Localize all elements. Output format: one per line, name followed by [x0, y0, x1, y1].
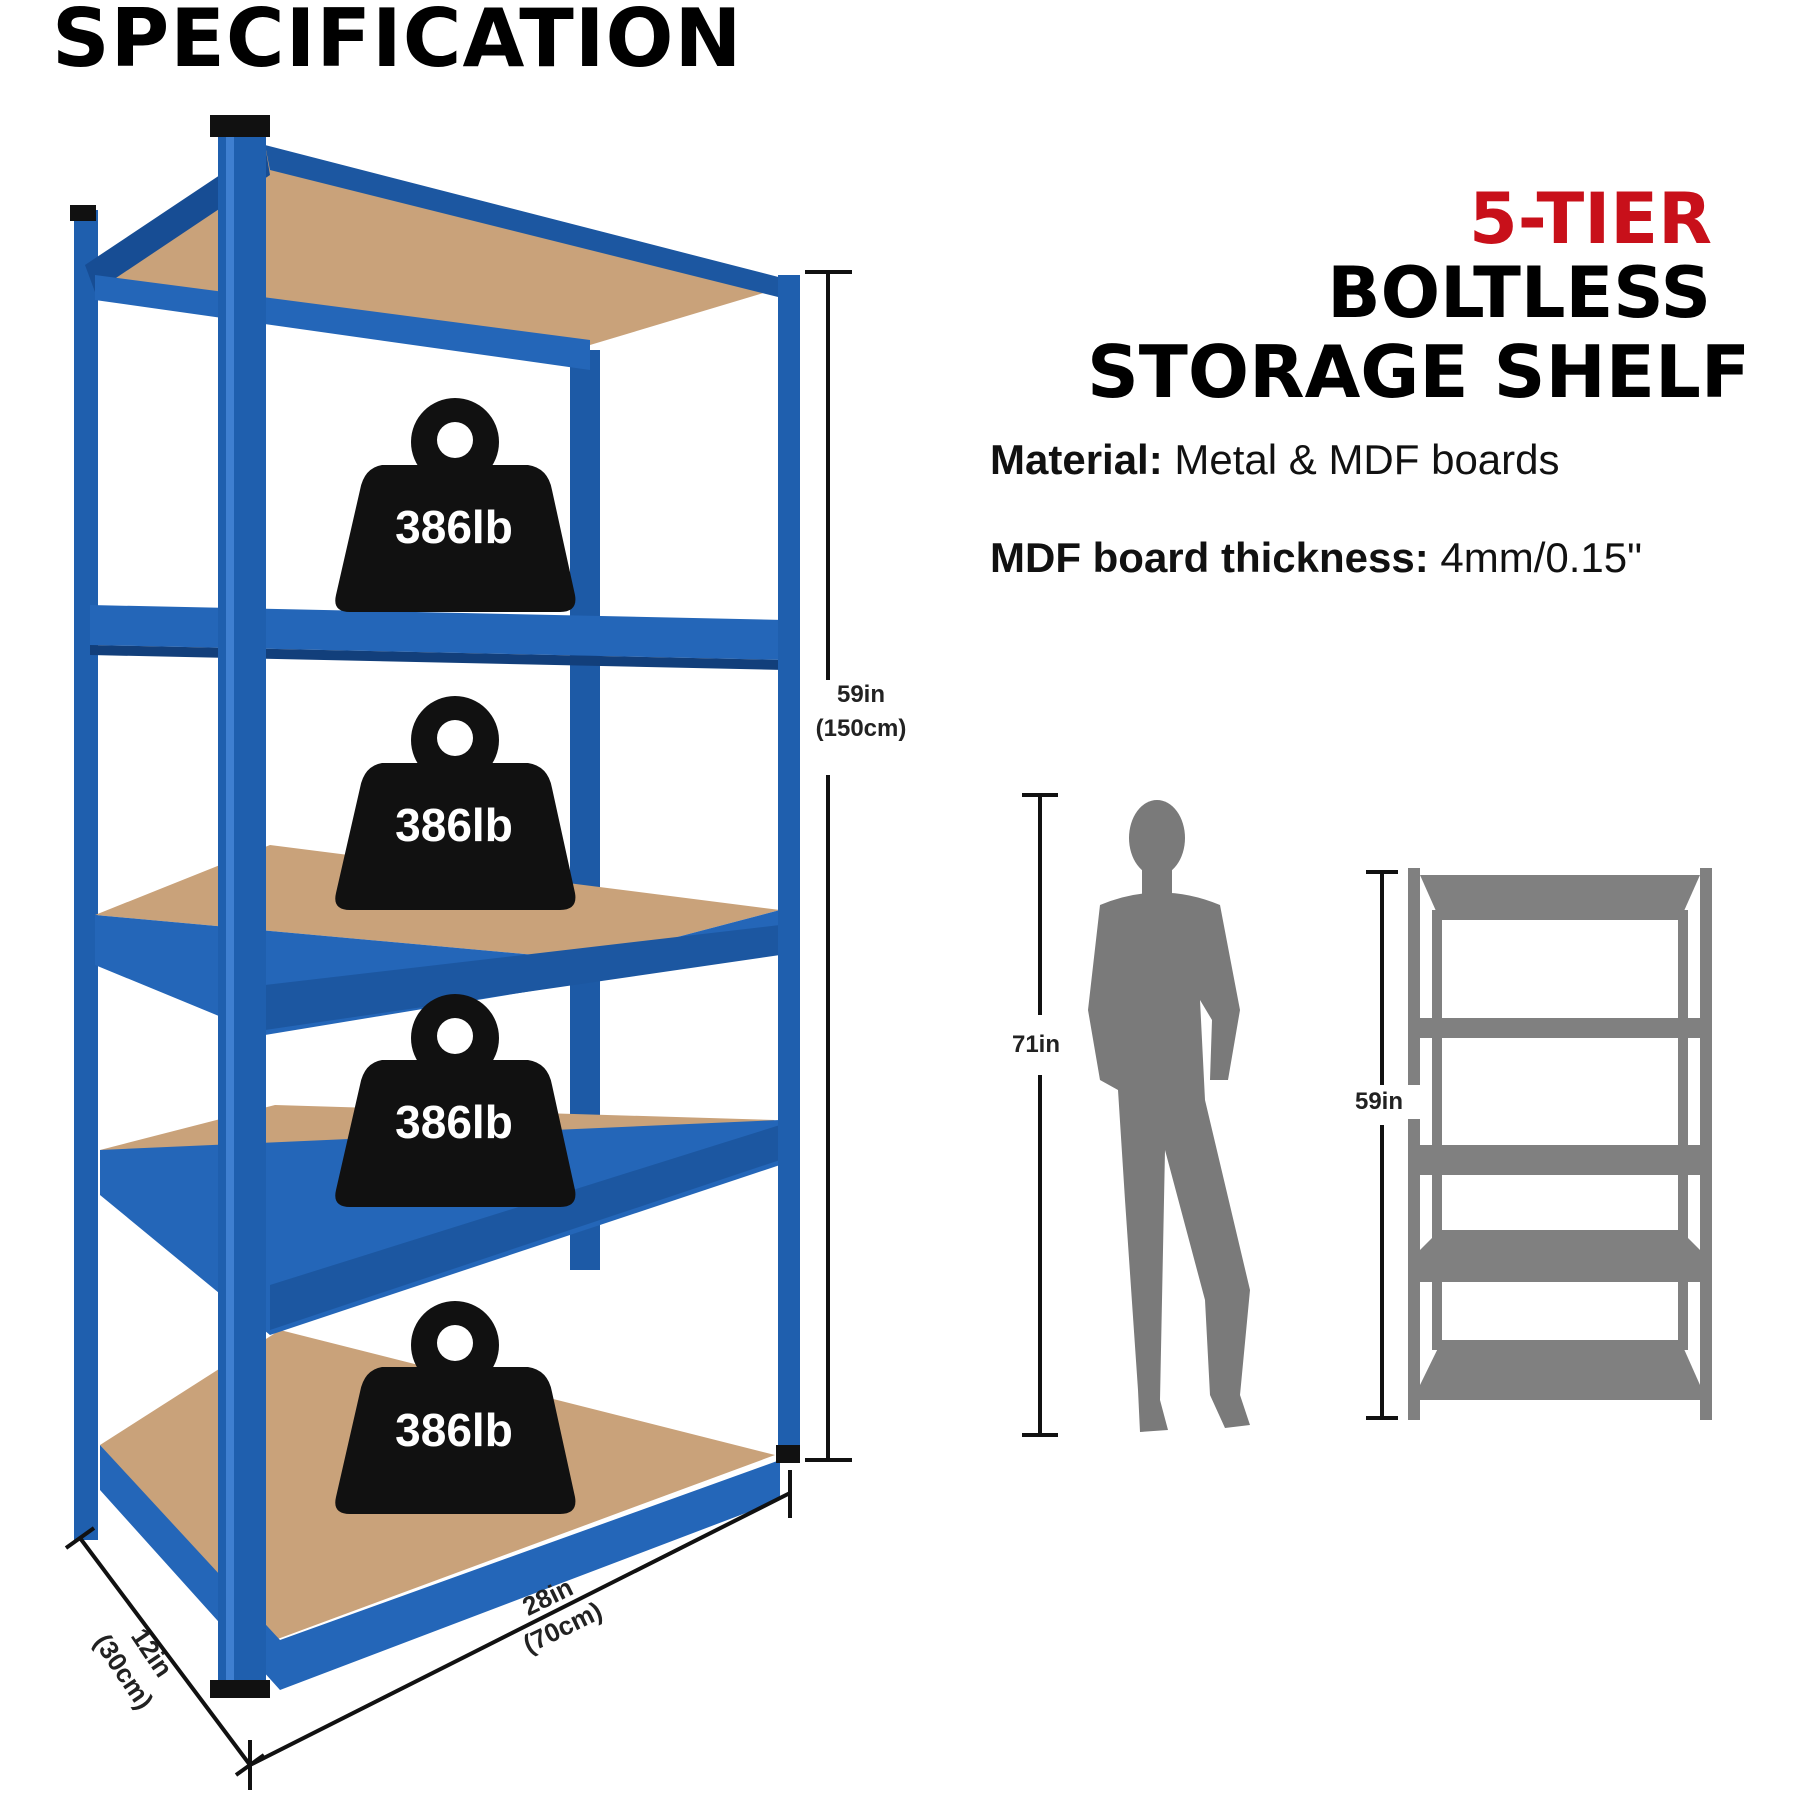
material-value: Metal & MDF boards — [1174, 436, 1560, 483]
post-cap-top — [210, 115, 270, 137]
front-left-post-highlight — [226, 130, 234, 1685]
width-dimension-line — [248, 1470, 792, 1790]
tier4-beam-face — [270, 1125, 780, 1330]
weight-icon-1 — [335, 398, 576, 612]
rear-left-post — [74, 210, 98, 1540]
weight-icon-2 — [335, 696, 576, 910]
person-silhouette — [1088, 800, 1250, 1432]
grey-shelf-height-dimension-line — [1366, 870, 1398, 1420]
thickness-spec: MDF board thickness: 4mm/0.15" — [990, 534, 1642, 582]
post-foot-front — [210, 1680, 270, 1698]
product-title-storage-shelf: STORAGE SHELF — [1086, 330, 1750, 414]
height-cm: (150cm) — [815, 715, 907, 742]
top-back-beam — [265, 145, 790, 300]
height-inches: 59in — [836, 681, 886, 708]
shelf-board-1 — [90, 150, 790, 345]
height-dimension-line — [805, 270, 852, 1462]
weight-icon-4 — [335, 1301, 576, 1514]
person-height-dimension-line — [1022, 793, 1058, 1437]
page-title: SPECIFICATION — [52, 0, 743, 85]
post-cap-rear — [70, 205, 96, 221]
material-label: Material: — [990, 436, 1163, 483]
tier3-beam-face — [265, 925, 780, 1030]
load-label-3: 386lb — [395, 1096, 513, 1148]
load-label-1: 386lb — [395, 501, 513, 553]
load-label-2: 386lb — [395, 799, 513, 851]
grey-shelf-silhouette — [1408, 868, 1712, 1420]
product-title-boltless: BOLTLESS — [1327, 252, 1711, 334]
thickness-label: MDF board thickness: — [990, 534, 1429, 581]
material-spec: Material: Metal & MDF boards — [990, 436, 1560, 484]
tier4-front-beam — [100, 1120, 780, 1335]
post-foot-right — [776, 1445, 800, 1463]
height-label: 59in (150cm) — [796, 678, 926, 746]
load-label-4: 386lb — [395, 1404, 513, 1456]
weight-icon-3 — [335, 994, 576, 1207]
grey-shelf-height-label: 59in — [1334, 1085, 1424, 1119]
front-right-post — [778, 275, 800, 1455]
person-height-label: 71in — [996, 1028, 1076, 1062]
front-left-post — [218, 120, 266, 1695]
thickness-value: 4mm/0.15" — [1440, 534, 1643, 581]
product-title-tier: 5-TIER — [1469, 178, 1712, 260]
blue-shelf-unit — [70, 115, 800, 1698]
